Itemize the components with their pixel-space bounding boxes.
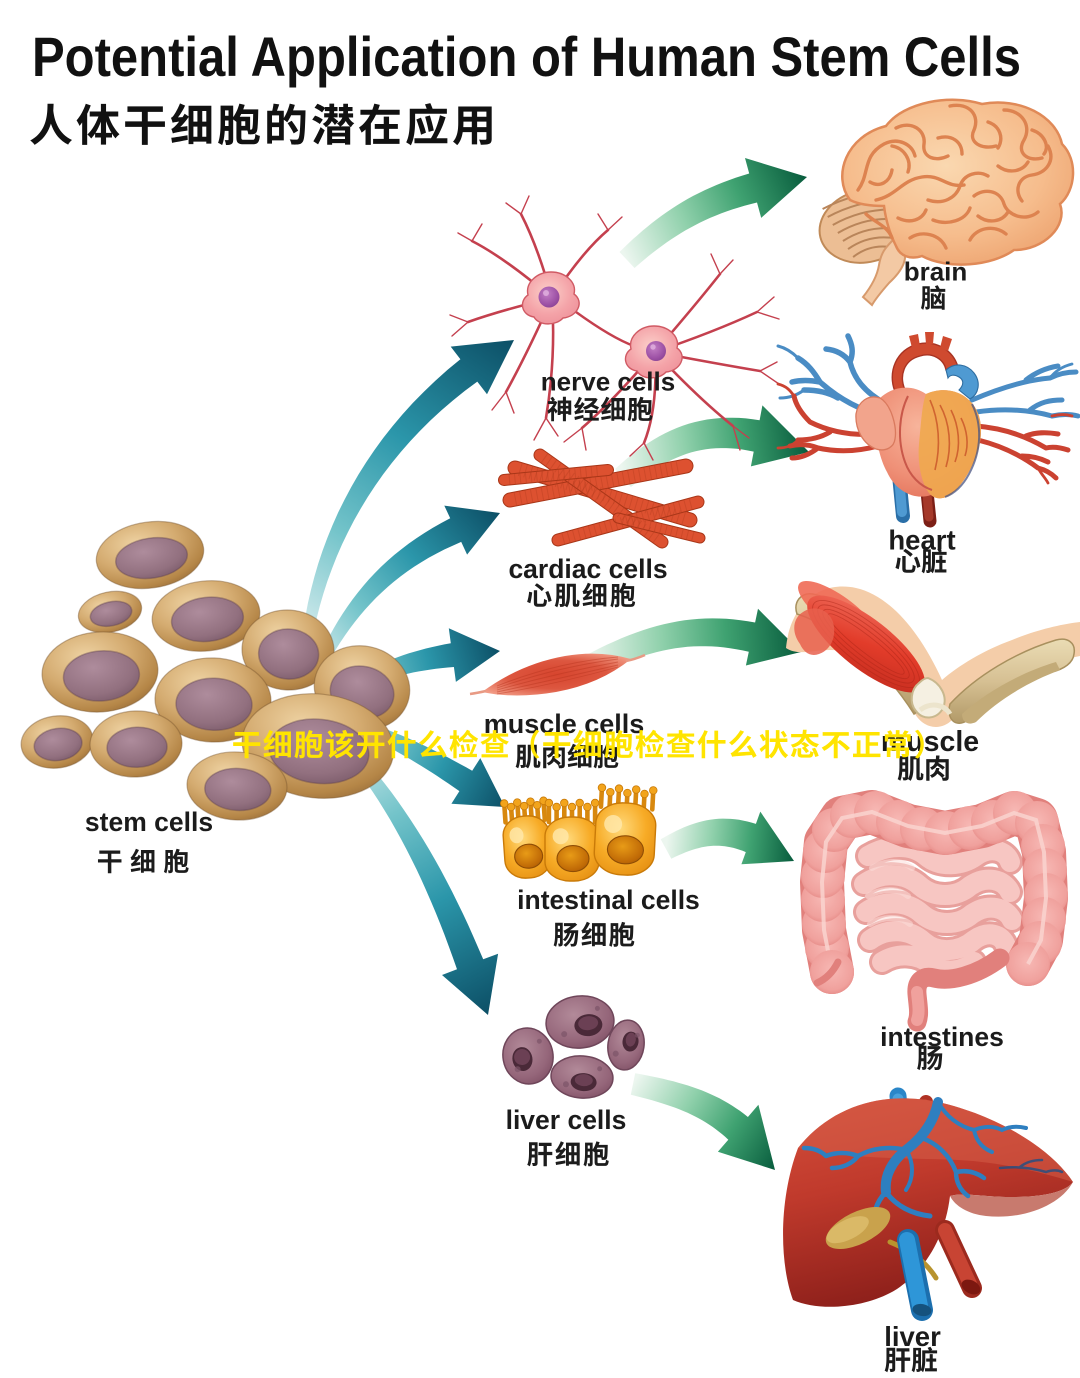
svg-text:liver cells: liver cells xyxy=(506,1105,627,1135)
svg-text:liver: liver xyxy=(884,1321,941,1352)
svg-text:nerve cells: nerve cells xyxy=(541,367,675,397)
svg-text:Potential Application of Human: Potential Application of Human Stem Cell… xyxy=(32,25,1021,88)
svg-text:muscle: muscle xyxy=(881,726,979,758)
svg-text:stem cells: stem cells xyxy=(85,807,213,837)
svg-text:intestinal cells: intestinal cells xyxy=(517,885,700,915)
svg-text:cardiac cells: cardiac cells xyxy=(508,554,667,584)
svg-text:heart: heart xyxy=(888,525,955,556)
svg-text:brain: brain xyxy=(904,257,968,287)
svg-text:intestines: intestines xyxy=(880,1022,1004,1052)
